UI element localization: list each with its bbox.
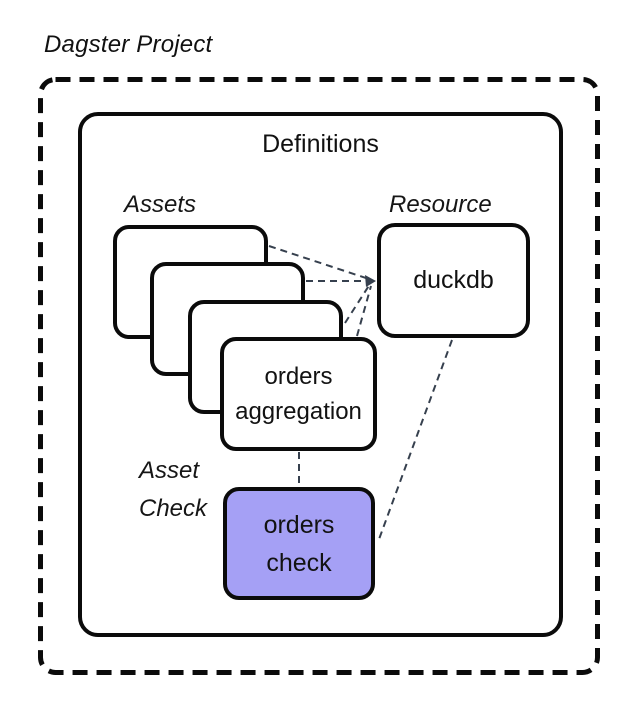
project-title: Dagster Project xyxy=(44,31,213,58)
definitions-title: Definitions xyxy=(262,130,379,158)
orders-check-node: orders check xyxy=(223,487,375,600)
duckdb-label: duckdb xyxy=(413,266,494,294)
resource-section-label: Resource xyxy=(389,191,492,218)
assets-section-label: Assets xyxy=(124,191,197,218)
asset-check-label-line1: Asset xyxy=(139,457,200,484)
asset-check-section-label: Asset Check xyxy=(139,452,207,528)
orders-aggregation-label-line2: aggregation xyxy=(235,398,362,425)
asset-check-label-line2: Check xyxy=(139,495,208,522)
orders-aggregation-label-line1: orders xyxy=(264,363,333,390)
duckdb-resource-node: duckdb xyxy=(377,223,530,338)
orders-check-label-line1: orders xyxy=(263,510,335,539)
asset-card-orders-aggregation: orders aggregation xyxy=(220,337,377,451)
orders-check-label-line2: check xyxy=(266,548,332,577)
